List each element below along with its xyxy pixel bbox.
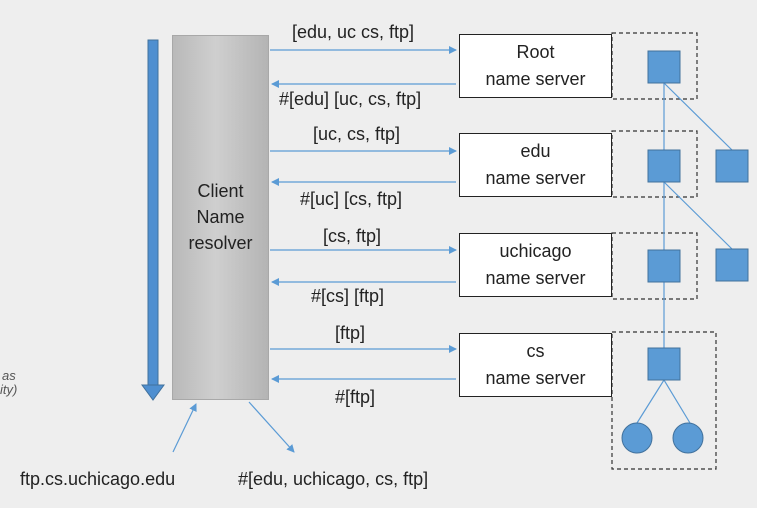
message-arrows	[172, 46, 457, 453]
response-label-edu: #[uc] [cs, ftp]	[300, 189, 403, 209]
time-direction-arrow	[141, 39, 165, 401]
tree-node-edu	[647, 149, 681, 183]
response-label-uchicago: #[cs] [ftp]	[311, 286, 385, 306]
cs-name-server: cs name server	[459, 333, 612, 397]
request-label-root: [edu, uc cs, ftp]	[292, 22, 415, 42]
tree-leaf-left	[621, 422, 653, 454]
client-name-resolver-label: Client Name resolver	[188, 181, 253, 253]
zone-uchicago	[611, 232, 698, 300]
tree-node-cs	[647, 347, 681, 381]
left-fragment-2: ity)	[0, 382, 18, 397]
root-name-server: Root name server	[459, 34, 612, 98]
zone-root	[611, 32, 698, 100]
tree-leaf-right	[672, 422, 704, 454]
response-label-root: #[edu] [uc, cs, ftp]	[279, 89, 422, 109]
input-arrow	[172, 403, 197, 453]
tree-node-uchicago-sibling	[715, 248, 749, 282]
request-label-uchicago: [cs, ftp]	[323, 226, 382, 246]
client-name-resolver-box	[172, 35, 269, 400]
edu-name-server: edu name server	[459, 133, 612, 197]
response-label-cs: #[ftp]	[335, 387, 376, 407]
tree-node-root	[647, 50, 681, 84]
tree-nodes	[621, 50, 749, 454]
request-label-cs: [ftp]	[335, 323, 366, 343]
resolved-result-label: #[edu, uchicago, cs, ftp]	[238, 469, 429, 489]
query-domain-label: ftp.cs.uchicago.edu	[20, 469, 176, 489]
tree-edges	[636, 82, 733, 424]
uchicago-name-server: uchicago name server	[459, 233, 612, 297]
tree-node-edu-sibling	[715, 149, 749, 183]
left-fragment-1: as	[2, 368, 16, 383]
tree-node-uchicago	[647, 249, 681, 283]
output-arrow	[248, 401, 295, 453]
request-label-edu: [uc, cs, ftp]	[313, 124, 401, 144]
zone-edu	[611, 130, 698, 198]
